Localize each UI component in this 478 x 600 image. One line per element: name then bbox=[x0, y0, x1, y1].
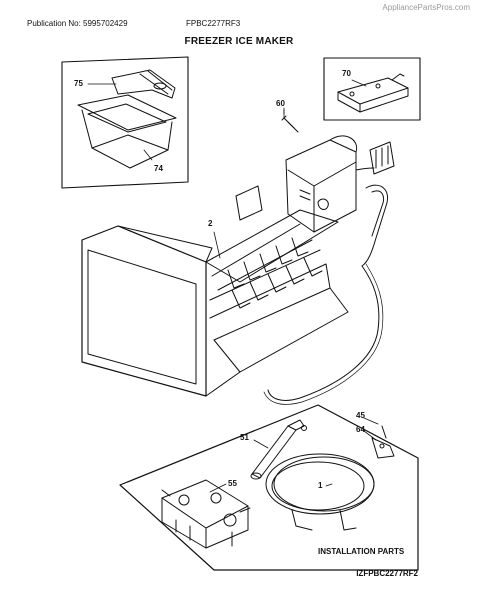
leader-lines bbox=[87, 79, 379, 493]
ice-maker-assembly bbox=[81, 135, 395, 405]
watermark: AppliancePartsPros.com bbox=[382, 3, 470, 12]
callout-74: 74 bbox=[154, 164, 163, 173]
screw-part bbox=[281, 109, 299, 133]
callout-60: 60 bbox=[276, 99, 285, 108]
callout-1: 1 bbox=[318, 481, 323, 490]
callout-75: 75 bbox=[74, 79, 83, 88]
installation-parts-label: INSTALLATION PARTS bbox=[318, 547, 405, 556]
callout-55: 55 bbox=[228, 479, 237, 488]
inset-mounting-bracket bbox=[323, 57, 421, 121]
callout-64: 64 bbox=[356, 425, 365, 434]
installation-parts-box bbox=[119, 404, 419, 571]
callout-45: 45 bbox=[356, 411, 365, 420]
diagram-title: FREEZER ICE MAKER bbox=[184, 36, 294, 47]
publication-number: Publication No: 5995702429 bbox=[27, 19, 128, 28]
footer-code: IZFPBC2277RF2 bbox=[356, 569, 418, 578]
inset-ice-bin bbox=[61, 56, 189, 189]
callout-2: 2 bbox=[208, 219, 213, 228]
model-number: FPBC2277RF3 bbox=[186, 19, 241, 28]
callout-51: 51 bbox=[240, 433, 249, 442]
callout-70: 70 bbox=[342, 69, 351, 78]
